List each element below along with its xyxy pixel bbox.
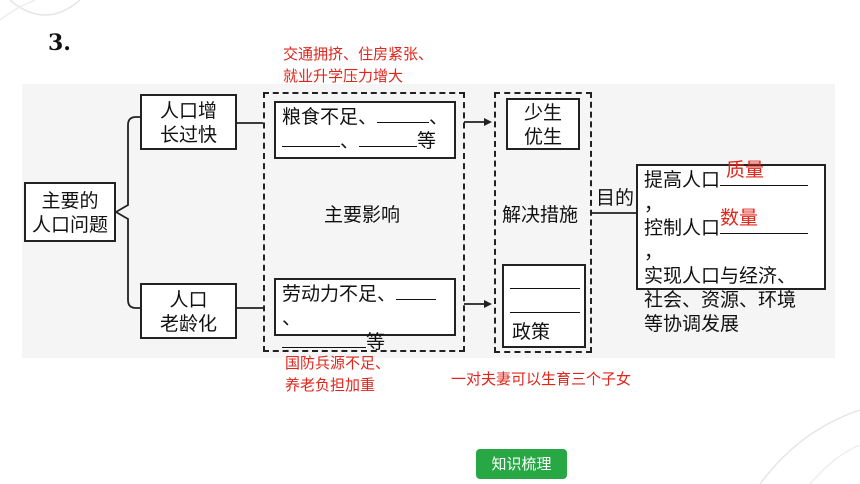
goal-line1-blank: 质量 bbox=[720, 159, 809, 186]
policy-label: 政策 bbox=[512, 321, 551, 343]
effects-bottom-box: 劳动力不足、、 等 bbox=[274, 278, 456, 353]
main-population-problems-box: 主要的 人口问题 bbox=[24, 182, 116, 242]
effects-top-sep-2: 、 bbox=[340, 130, 360, 152]
effects-top-sep-1: 、 bbox=[429, 106, 449, 128]
goal-line2-blank: 数量 bbox=[720, 207, 809, 234]
goal-line1-comma: ， bbox=[644, 193, 664, 215]
annotation-policy: 一对夫妻可以生育三个子女 bbox=[451, 370, 632, 388]
effects-bottom-blank-1 bbox=[396, 283, 437, 300]
knowledge-summary-button[interactable]: 知识梳理 bbox=[476, 449, 567, 479]
effects-top-box: 粮食不足、、 、等 bbox=[274, 101, 456, 159]
measures-dashed-group bbox=[494, 92, 592, 353]
goal-line2-answer: 数量 bbox=[720, 207, 759, 229]
policy-box: 政策 bbox=[502, 264, 586, 348]
annotation-top: 交通拥挤、住房紧张、 就业升学压力增大 bbox=[283, 45, 434, 85]
annotation-bottom: 国防兵源不足、 养老负担加重 bbox=[285, 354, 391, 394]
goal-box: 提高人口质量 ， 控制人口数量 ， 实现人口与经济、 社会、资源、环境 等协调发展 bbox=[636, 159, 826, 335]
goal-line1-prefix: 提高人口 bbox=[644, 169, 721, 191]
effects-bottom-text: 劳动力不足、 bbox=[282, 283, 397, 305]
purpose-label: 目的 bbox=[596, 186, 635, 210]
fewer-births-box: 少生 优生 bbox=[506, 98, 580, 150]
policy-blank-1 bbox=[510, 276, 580, 289]
effects-dashed-group bbox=[263, 92, 465, 352]
goal-line2-prefix: 控制人口 bbox=[644, 217, 721, 239]
rapid-growth-box: 人口增 长过快 bbox=[140, 94, 237, 150]
effects-top-blank-1 bbox=[377, 106, 430, 123]
effects-top-blank-2 bbox=[282, 130, 340, 147]
goal-line1-answer: 质量 bbox=[726, 159, 765, 181]
effects-bottom-blank-2 bbox=[282, 331, 366, 348]
policy-blank-2 bbox=[510, 300, 580, 313]
goal-line2-comma: ， bbox=[644, 241, 664, 263]
question-number: 3. bbox=[48, 30, 71, 56]
effects-top-blank-3 bbox=[359, 130, 418, 147]
goal-rest-text: 实现人口与经济、 社会、资源、环境 等协调发展 bbox=[644, 265, 797, 335]
effects-top-end: 等 bbox=[417, 130, 437, 152]
effects-bottom-sep: 、 bbox=[282, 307, 302, 329]
effects-bottom-end: 等 bbox=[366, 331, 386, 353]
effects-center-label: 主要影响 bbox=[324, 204, 401, 226]
measures-center-label: 解决措施 bbox=[502, 204, 579, 226]
aging-box: 人口 老龄化 bbox=[140, 283, 237, 339]
effects-top-text: 粮食不足、 bbox=[282, 106, 378, 128]
